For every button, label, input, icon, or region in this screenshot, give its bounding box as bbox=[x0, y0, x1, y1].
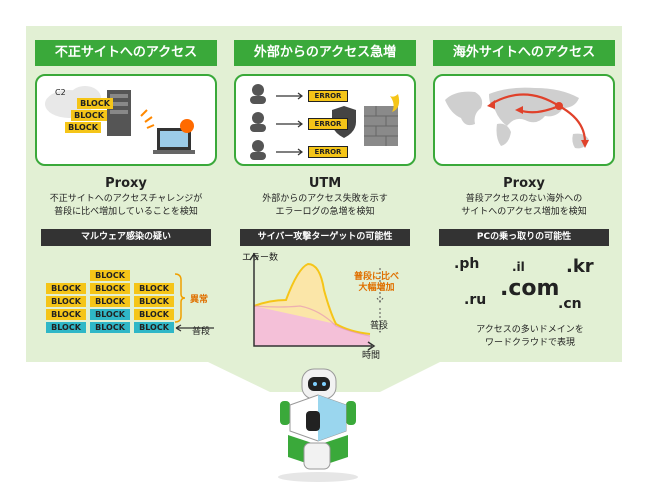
block-tag: BLOCK bbox=[134, 309, 174, 320]
graph-ylabel: エラー数 bbox=[242, 253, 279, 263]
tld-word: .cn bbox=[558, 296, 582, 312]
world-map-icon bbox=[445, 87, 589, 149]
risk-label: サイバー攻撃ターゲットの可能性 bbox=[240, 229, 410, 246]
block-tag: BLOCK bbox=[90, 296, 130, 307]
abnormal-label: 異常 bbox=[190, 295, 209, 305]
spike-label: 普段に比べ 大幅増加 bbox=[354, 272, 400, 293]
graph-xlabel: 時間 bbox=[362, 351, 381, 361]
risk-label: マルウェア感染の疑い bbox=[41, 229, 211, 246]
block-tag: BLOCK bbox=[134, 322, 174, 333]
column-title: 不正サイトへのアクセス bbox=[35, 40, 217, 66]
column-overseas-access: 海外サイトへのアクセス Proxy 普段アクセスのない海外への サイトへのアクセ… bbox=[433, 40, 615, 246]
block-tag: BLOCK bbox=[90, 309, 130, 320]
block-tag: BLOCK bbox=[90, 270, 130, 281]
error-graph: エラー数 時間 普段に比べ 大幅増加 普段 bbox=[240, 250, 420, 362]
tld-word: .com bbox=[500, 276, 560, 301]
tld-word: .ph bbox=[454, 256, 480, 272]
graph-normal-label: 普段 bbox=[370, 321, 389, 331]
grid-annotations bbox=[174, 273, 214, 332]
tld-word: .ru bbox=[464, 292, 487, 308]
normal-label: 普段 bbox=[192, 327, 211, 337]
block-tag: BLOCK bbox=[77, 98, 113, 109]
column-heading: Proxy bbox=[503, 176, 545, 191]
column-description: 普段アクセスのない海外への サイトへのアクセス増加を検知 bbox=[461, 194, 587, 217]
illustration-world-map bbox=[433, 74, 615, 166]
block-tag: BLOCK bbox=[71, 110, 107, 121]
block-tag: BLOCK bbox=[46, 296, 86, 307]
column-heading: Proxy bbox=[105, 176, 147, 191]
c2-label: C2 bbox=[55, 88, 66, 97]
block-tag: BLOCK bbox=[46, 283, 86, 294]
block-tag: BLOCK bbox=[46, 322, 86, 333]
illustration-utm-errors: ERROR ERROR ERROR bbox=[234, 74, 416, 166]
risk-label: PCの乗っ取りの可能性 bbox=[439, 229, 609, 246]
column-malicious-site: 不正サイトへのアクセス C2 BLOCK BLOCK BLOCK Proxy 不… bbox=[35, 40, 217, 246]
block-grid: 異常 普段 BLOCK BLOCK BLOCK BLOCK BLOCK BLOCK BLOC… bbox=[42, 268, 222, 338]
column-title: 外部からのアクセス急増 bbox=[234, 40, 416, 66]
column-title: 海外サイトへのアクセス bbox=[433, 40, 615, 66]
word-cloud-caption: アクセスの多いドメインを ワードクラウドで表現 bbox=[476, 325, 584, 348]
illustration-proxy-block: C2 BLOCK BLOCK BLOCK bbox=[35, 74, 217, 166]
robot-mascot-icon bbox=[278, 368, 358, 482]
domain-word-cloud: .ph .il .kr .com .ru .cn アクセスの多いドメインを ワー… bbox=[440, 250, 610, 360]
block-tag: BLOCK bbox=[134, 283, 174, 294]
error-tag: ERROR bbox=[308, 146, 348, 158]
error-tag: ERROR bbox=[308, 118, 348, 130]
block-tag: BLOCK bbox=[65, 122, 101, 133]
column-description: 不正サイトへのアクセスチャレンジが 普段に比べ増加していることを検知 bbox=[49, 194, 203, 217]
block-tag: BLOCK bbox=[46, 309, 86, 320]
column-external-access: 外部からのアクセス急増 ERROR ERROR ERROR UTM 外部からのア… bbox=[234, 40, 416, 246]
error-graph-plot bbox=[249, 252, 384, 351]
column-heading: UTM bbox=[308, 176, 342, 191]
error-tag: ERROR bbox=[308, 90, 348, 102]
block-tag: BLOCK bbox=[134, 296, 174, 307]
block-tag: BLOCK bbox=[90, 283, 130, 294]
tld-word: .kr bbox=[566, 256, 594, 277]
tld-word: .il bbox=[512, 260, 525, 274]
block-tag: BLOCK bbox=[90, 322, 130, 333]
column-description: 外部からのアクセス失敗を示す エラーログの急増を検知 bbox=[262, 194, 388, 217]
